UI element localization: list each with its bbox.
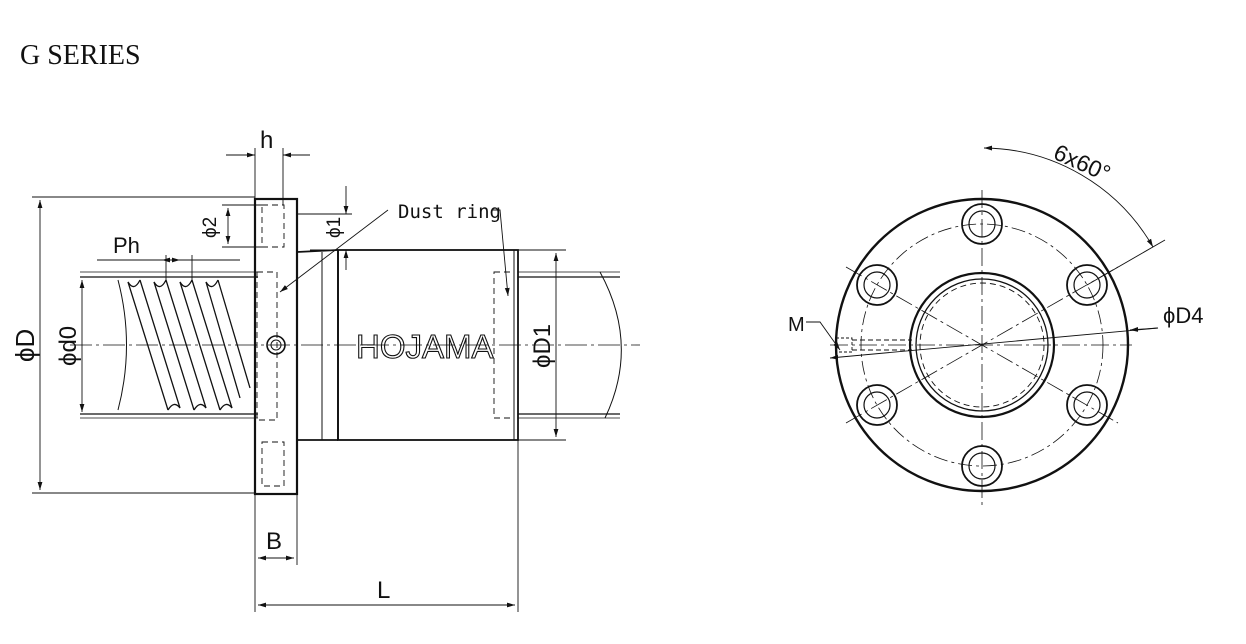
flange-hidden-lines (256, 204, 285, 487)
label-B: B (266, 528, 282, 555)
label-M: M (788, 314, 805, 336)
dim-B (254, 494, 298, 612)
brand-logo-text: HOJAMA (356, 328, 494, 365)
label-L: L (377, 577, 390, 604)
label-h: h (260, 127, 273, 154)
screw-threads (127, 279, 251, 411)
dim-h (226, 148, 310, 205)
page-title: G SERIES (20, 40, 141, 71)
dim-phiD1 (518, 249, 566, 441)
dim-phi1 (297, 186, 352, 270)
dim-phiD (32, 196, 255, 494)
phiD4-leader (829, 326, 1159, 360)
angle-dimension (983, 145, 1166, 286)
label-dust-ring: Dust ring (398, 201, 501, 223)
dim-L (258, 440, 519, 612)
label-phiD: ϕD (10, 329, 40, 362)
front-view (806, 145, 1166, 508)
dust-ring-hidden (493, 271, 515, 419)
label-angle: 6x60° (1050, 139, 1115, 187)
label-phiD4: ϕD4 (1163, 303, 1203, 328)
screw-shaft-right (518, 271, 622, 419)
screw-shaft-left (80, 271, 258, 419)
side-view (32, 148, 640, 612)
label-phid0: ϕd0 (55, 326, 82, 366)
dim-ph (97, 255, 240, 282)
label-ph: Ph (113, 233, 140, 258)
flange (253, 197, 299, 496)
lube-port (806, 321, 912, 353)
dust-ring-leaders (279, 209, 510, 297)
label-phi1: ϕ1 (324, 217, 345, 238)
lube-hole (266, 335, 286, 355)
label-phiD1: ϕD1 (529, 324, 556, 368)
label-phi2: ϕ2 (200, 217, 221, 238)
dim-phi2 (222, 204, 262, 248)
